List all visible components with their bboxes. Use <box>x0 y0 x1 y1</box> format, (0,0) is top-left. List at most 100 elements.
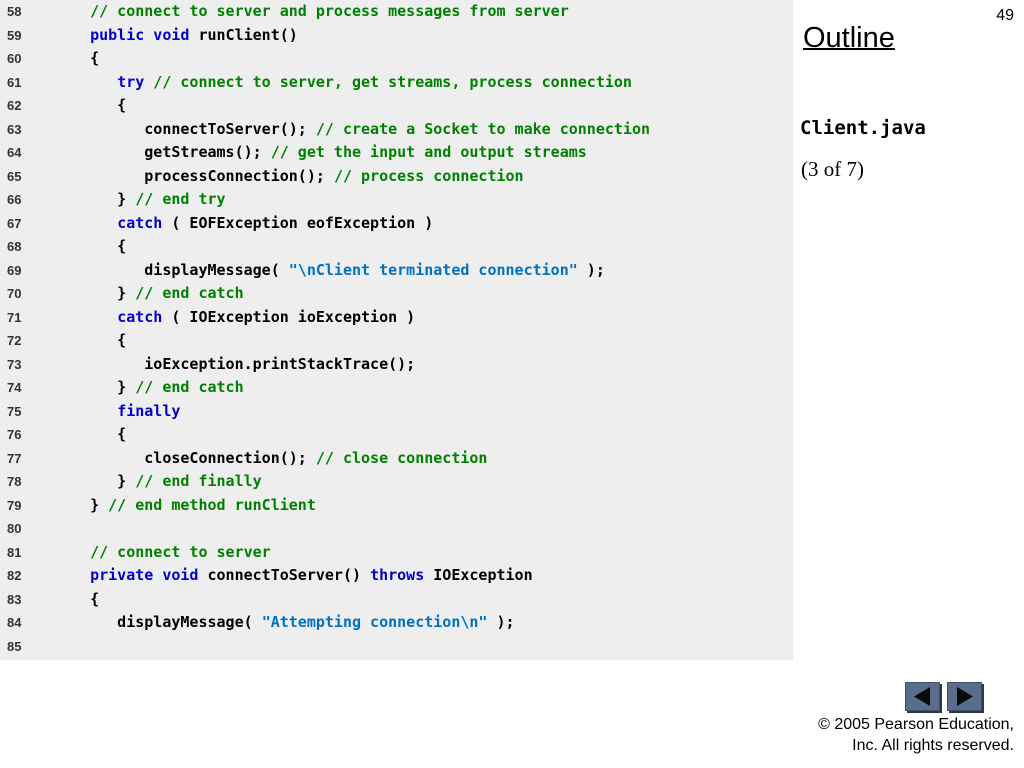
code-line: 78 } // end finally <box>0 470 793 494</box>
code-line: 69 displayMessage( "\nClient terminated … <box>0 259 793 283</box>
code-token <box>63 73 117 91</box>
code-text: { <box>63 94 126 118</box>
line-number: 76 <box>7 427 22 442</box>
code-line: 58 // connect to server and process mess… <box>0 0 793 24</box>
code-text: processConnection(); // process connecti… <box>63 165 523 189</box>
code-line: 70 } // end catch <box>0 282 793 306</box>
triangle-left-icon <box>914 687 930 706</box>
copyright: © 2005 Pearson Education, Inc. All right… <box>784 714 1014 756</box>
code-text: { <box>63 423 126 447</box>
line-number: 59 <box>7 27 22 43</box>
code-keyword: finally <box>117 401 181 420</box>
code-keyword: catch <box>117 307 163 326</box>
code-token: { <box>63 589 100 608</box>
code-token: getStreams(); <box>63 143 271 161</box>
next-slide-button[interactable] <box>947 682 982 711</box>
code-text: { <box>63 47 99 71</box>
line-number: 68 <box>7 239 22 254</box>
triangle-right-icon <box>957 687 973 706</box>
code-text: { <box>63 329 126 353</box>
line-number: 81 <box>7 544 22 560</box>
code-token: } <box>63 190 136 208</box>
code-token: { <box>63 237 127 255</box>
code-text: } // end try <box>63 188 226 212</box>
code-line: 85 <box>0 635 793 659</box>
code-token: { <box>63 49 100 67</box>
code-line: 68 { <box>0 235 793 259</box>
code-text: connectToServer(); // create a Socket to… <box>63 118 650 142</box>
line-number: 65 <box>7 168 22 184</box>
previous-slide-button[interactable] <box>905 682 940 711</box>
code-line: 71 catch ( IOException ioException ) <box>0 306 793 330</box>
line-number: 69 <box>7 262 22 278</box>
code-comment: // end catch <box>135 378 244 396</box>
code-line: 75 finally <box>0 400 793 424</box>
outline-title: Outline <box>803 22 895 54</box>
code-comment: // end try <box>135 190 226 208</box>
code-token: processConnection(); <box>63 166 334 185</box>
line-number: 84 <box>7 615 22 630</box>
line-number: 77 <box>7 450 22 466</box>
code-token: ioException.printStackTrace(); <box>63 354 416 373</box>
code-token: } <box>63 472 136 490</box>
code-line: 72 { <box>0 329 793 353</box>
code-comment: // create a Socket to make connection <box>315 119 651 138</box>
code-token: } <box>63 495 109 514</box>
slide-number: 49 <box>996 7 1014 24</box>
line-number: 70 <box>7 286 22 301</box>
code-token <box>63 402 117 420</box>
code-line: 64 getStreams(); // get the input and ou… <box>0 141 793 165</box>
code-keyword: try <box>117 72 145 91</box>
line-number: 85 <box>7 638 22 654</box>
line-number: 64 <box>7 145 22 160</box>
line-number: 73 <box>7 356 22 372</box>
line-number: 71 <box>7 309 22 325</box>
code-line: 76 { <box>0 423 793 447</box>
code-token <box>63 308 117 326</box>
code-line: 77 closeConnection(); // close connectio… <box>0 447 793 471</box>
code-string: "Attempting connection\n" <box>261 613 488 631</box>
code-comment: // get the input and output streams <box>270 143 587 161</box>
code-token: ( EOFException eofException ) <box>162 213 434 232</box>
code-line: 74 } // end catch <box>0 376 793 400</box>
code-token: IOException <box>424 566 533 584</box>
code-line: 67 catch ( EOFException eofException ) <box>0 212 793 236</box>
code-line: 73 ioException.printStackTrace(); <box>0 353 793 377</box>
code-text: try // connect to server, get streams, p… <box>63 71 632 95</box>
code-comment: // connect to server and process message… <box>63 2 569 20</box>
code-comment: // end finally <box>135 472 262 490</box>
code-line: 79 } // end method runClient <box>0 494 793 518</box>
code-comment: // end method runClient <box>108 495 316 514</box>
line-number: 63 <box>7 121 22 137</box>
code-panel: 58 // connect to server and process mess… <box>0 0 793 660</box>
code-token <box>63 26 90 44</box>
code-token: connectToServer() <box>198 566 371 584</box>
code-line: 61 try // connect to server, get streams… <box>0 71 793 95</box>
line-number: 83 <box>7 591 22 607</box>
code-text: catch ( EOFException eofException ) <box>63 212 433 236</box>
code-comment: // connect to server <box>63 542 271 561</box>
code-token: connectToServer(); <box>63 119 316 138</box>
code-token: } <box>63 284 136 302</box>
code-keyword: private void <box>90 566 199 584</box>
code-comment: // close connection <box>315 448 488 467</box>
code-keyword: public void <box>90 25 190 44</box>
code-token: displayMessage( <box>63 613 262 631</box>
code-line: 59 public void runClient() <box>0 24 793 48</box>
code-line: 83 { <box>0 588 793 612</box>
code-line: 82 private void connectToServer() throws… <box>0 564 793 588</box>
code-line: 65 processConnection(); // process conne… <box>0 165 793 189</box>
code-string: "\nClient terminated connection" <box>288 260 578 279</box>
line-number: 58 <box>7 4 22 19</box>
code-text: } // end catch <box>63 282 243 306</box>
code-keyword: throws <box>370 566 425 584</box>
line-number: 60 <box>7 51 22 66</box>
code-text: { <box>63 588 99 612</box>
line-number: 67 <box>7 215 22 231</box>
code-text: finally <box>63 400 180 424</box>
code-token: } <box>63 378 136 396</box>
code-text: displayMessage( "Attempting connection\n… <box>63 611 514 635</box>
line-number: 75 <box>7 403 22 419</box>
code-text: } // end finally <box>63 470 262 494</box>
code-text: // connect to server <box>63 541 271 565</box>
